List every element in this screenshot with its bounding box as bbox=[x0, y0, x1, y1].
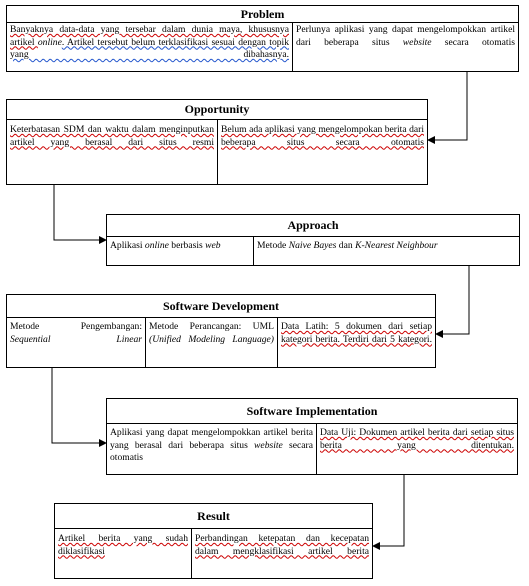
software-implementation-left: Aplikasi yang dapat mengelompokkan artik… bbox=[110, 427, 313, 464]
arrow-approach-to-development bbox=[435, 265, 470, 338]
opportunity-box: Opportunity Keterbatasan SDM dan waktu d… bbox=[6, 99, 428, 185]
software-development-col2: Metode Perancangan: UML (Unified Modelin… bbox=[149, 321, 274, 345]
problem-title: Problem bbox=[7, 6, 518, 23]
result-left: Artikel berita yang sudah diklasifikasi bbox=[58, 533, 188, 557]
arrow-opportunity-to-approach bbox=[53, 185, 107, 244]
software-implementation-right: Data Uji: Dokumen artikel berita dari se… bbox=[320, 427, 514, 451]
software-development-col1: Metode Pengembangan: Sequential Linear bbox=[10, 321, 142, 345]
problem-left: Banyaknya data-data yang tersebar dalam … bbox=[10, 24, 289, 61]
approach-box: Approach Aplikasi online berbasis web Me… bbox=[106, 214, 520, 266]
opportunity-right: Belum ada aplikasi yang mengelompokan be… bbox=[221, 124, 424, 148]
software-implementation-box: Software Implementation Aplikasi yang da… bbox=[106, 398, 518, 475]
software-development-title: Software Development bbox=[7, 295, 435, 318]
software-implementation-title: Software Implementation bbox=[107, 399, 517, 424]
approach-left: Aplikasi online berbasis web bbox=[110, 240, 221, 251]
arrow-implementation-to-result bbox=[372, 475, 405, 550]
approach-right: Metode Naive Bayes dan K-Nearest Neighbo… bbox=[257, 240, 438, 251]
software-development-box: Software Development Metode Pengembangan… bbox=[6, 294, 436, 368]
opportunity-title: Opportunity bbox=[7, 100, 427, 120]
problem-right: Perlunya aplikasi yang dapat mengelompok… bbox=[296, 24, 515, 48]
result-right: Perbandingan ketepatan dan kecepatan dal… bbox=[195, 533, 369, 557]
result-title: Result bbox=[55, 504, 372, 529]
software-development-col3: Data Latih: 5 dokumen dari setiap katego… bbox=[281, 321, 432, 345]
approach-title: Approach bbox=[107, 215, 519, 237]
opportunity-left: Keterbatasan SDM dan waktu dalam menginp… bbox=[10, 124, 214, 148]
arrow-problem-to-opportunity bbox=[427, 71, 468, 144]
problem-box: Problem Banyaknya data-data yang terseba… bbox=[6, 5, 519, 72]
result-box: Result Artikel berita yang sudah diklasi… bbox=[54, 503, 373, 579]
arrow-development-to-implementation bbox=[51, 368, 107, 447]
